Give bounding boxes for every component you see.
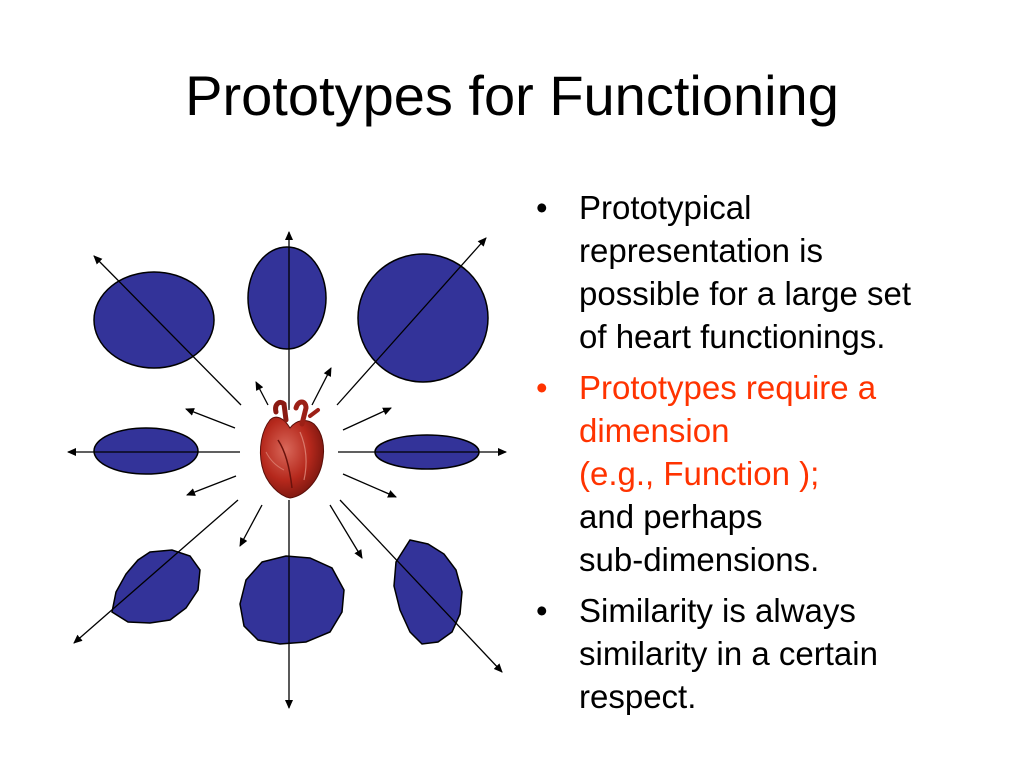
prototype-shape-top-right [357, 253, 489, 383]
bullet-line: Prototypes require a [579, 369, 877, 406]
axis-diagonal-down-left [73, 499, 239, 644]
axis-diagonal-up-right [336, 237, 487, 406]
dimension-axes [67, 231, 507, 709]
bullet-item: • Prototypes require a dimension (e.g., … [536, 366, 1006, 581]
prototype-shape-bottom-left [111, 549, 201, 624]
axis-diagonal-down-right [339, 499, 503, 673]
radial-arrow [185, 408, 236, 429]
bullet-line: of heart functionings. [579, 318, 886, 355]
bullet-line: Prototypical [579, 189, 752, 226]
prototype-diagram [67, 231, 507, 709]
radial-arrow [342, 407, 392, 431]
prototype-shape-mid-left [93, 427, 199, 475]
radial-arrow [311, 367, 332, 406]
bullet-item: • Prototypical representation is possibl… [536, 186, 1006, 358]
prototype-shape-bottom-right [393, 539, 463, 645]
bullet-line: and perhaps [579, 498, 763, 535]
bullet-line: possible for a large set [579, 275, 912, 312]
bullet-line: respect. [579, 678, 697, 715]
slide-title: Prototypes for Functioning [185, 64, 839, 127]
bullet-line: sub-dimensions. [579, 541, 820, 578]
bullet-marker: • [536, 369, 548, 406]
bullet-list: • Prototypical representation is possibl… [536, 186, 1006, 726]
bullet-line: (e.g., Function ); [579, 455, 820, 492]
prototype-shape-top-center [247, 246, 327, 350]
heart-icon [243, 399, 335, 499]
bullet-line: similarity in a certain [579, 635, 878, 672]
prototype-shape-bottom-center [239, 555, 345, 645]
radial-arrow [342, 473, 397, 498]
axis-diagonal-up-left [93, 255, 242, 406]
prototype-shapes [93, 246, 489, 645]
radial-arrow [255, 381, 269, 406]
bullet-line: representation is [579, 232, 823, 269]
bullet-marker: • [536, 189, 548, 226]
bullet-marker: • [536, 592, 548, 629]
radial-arrow [329, 504, 363, 559]
bullet-line: dimension [579, 412, 730, 449]
bullet-item: • Similarity is always similarity in a c… [536, 589, 1006, 718]
radial-arrows [185, 367, 397, 559]
bullet-line: Similarity is always [579, 592, 856, 629]
radial-arrow [186, 475, 237, 496]
radial-arrow [239, 504, 263, 547]
prototype-shape-top-left [93, 271, 215, 369]
